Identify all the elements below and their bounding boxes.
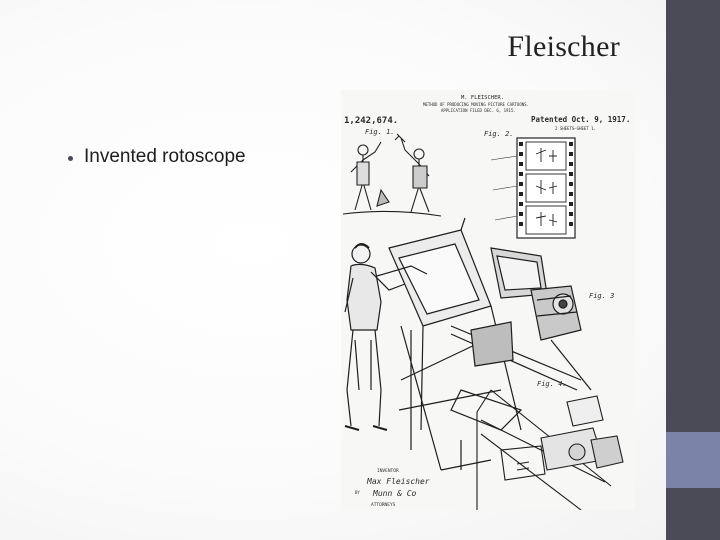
patent-number: 1,242,674. (344, 116, 398, 126)
bullet-text: Invented rotoscope (84, 146, 246, 167)
bullet-dot-icon (68, 155, 73, 161)
inventor-signature: Max Fleischer (366, 477, 430, 486)
fig2-label: Fig. 2. (484, 130, 514, 138)
slide-title: Fleischer (507, 30, 620, 63)
attorneys-signature: Munn & Co (372, 489, 417, 498)
patent-sheets: 2 SHEETS—SHEET 1. (555, 126, 596, 131)
inventor-label: INVENTOR (377, 468, 399, 474)
fig3-drawing (344, 217, 592, 471)
bullet-item: Invented rotoscope (68, 146, 246, 168)
patent-drawing-svg: M. FLEISCHER. METHOD OF PRODUCING MOVING… (342, 95, 630, 510)
patent-application-line: APPLICATION FILED DEC. 6, 1915. (441, 108, 516, 113)
patent-drawing: M. FLEISCHER. METHOD OF PRODUCING MOVING… (341, 90, 635, 510)
side-accent-block (666, 432, 720, 488)
patent-method-line: METHOD OF PRODUCING MOVING PICTURE CARTO… (423, 102, 529, 107)
fig1-label: Fig. 1. (365, 128, 395, 136)
patent-date: Patented Oct. 9, 1917. (531, 115, 630, 124)
fig4-drawing (476, 389, 624, 510)
bullet-list: Invented rotoscope (68, 146, 246, 168)
fig3-label: Fig. 3 (589, 292, 614, 300)
by-label: BY (355, 490, 360, 495)
fig2-film-strip (490, 137, 576, 239)
fig4-label: Fig. 4. (537, 380, 567, 388)
patent-inventor-header: M. FLEISCHER. (461, 95, 504, 101)
fig1-drawing (342, 133, 442, 217)
attorneys-label: ATTORNEYS (371, 502, 396, 508)
